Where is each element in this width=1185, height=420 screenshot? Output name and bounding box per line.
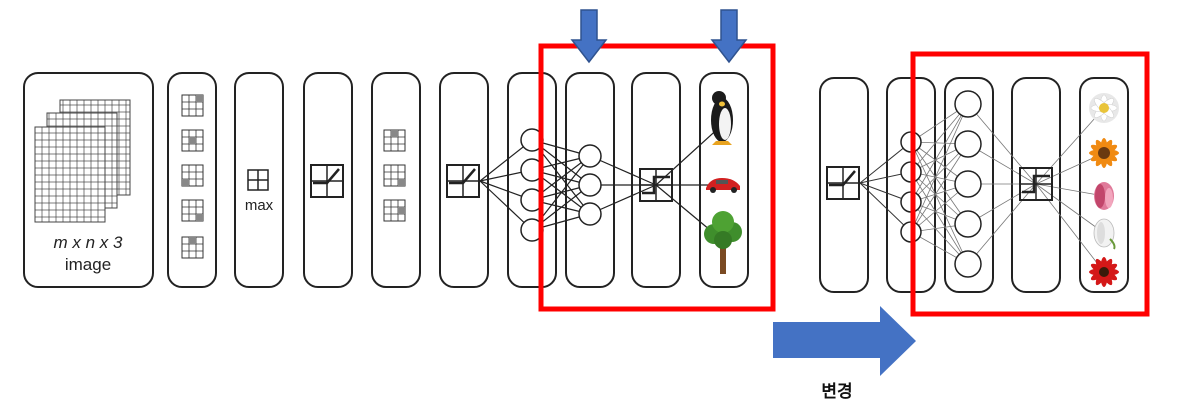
fc-node	[954, 90, 982, 118]
fc-node	[954, 210, 982, 238]
original-network-head	[479, 72, 749, 288]
tree-icon	[704, 211, 742, 274]
input-image-label: image	[65, 255, 111, 274]
pink-tulip-icon	[1094, 182, 1114, 210]
fc-node	[578, 202, 602, 226]
filter-grid-icon	[181, 236, 204, 259]
right-arrow-icon	[773, 306, 916, 376]
filter-grid-icon	[181, 164, 204, 187]
fc-node	[954, 130, 982, 158]
original-head-highlight-box	[538, 43, 776, 312]
penguin-icon	[711, 91, 733, 145]
orange-flower-icon	[1089, 138, 1119, 168]
relu-panel-1	[303, 72, 353, 288]
image-grid-stack-icon	[34, 99, 131, 223]
white-tulip-icon	[1093, 218, 1116, 250]
relu-panel-2	[439, 72, 489, 288]
filter-grid-icon	[383, 164, 406, 187]
down-arrow-icon	[710, 9, 748, 64]
new-head-highlight-box	[910, 51, 1150, 317]
fc-node	[954, 250, 982, 278]
conv-filter-panel	[167, 72, 217, 288]
input-dims-label: m x n x 3	[54, 233, 124, 252]
filter-grid-icon	[383, 199, 406, 222]
filter-grid-icon	[383, 129, 406, 152]
fc-node	[578, 144, 602, 168]
new-network	[819, 77, 1129, 293]
max-pool-label: max	[245, 197, 274, 214]
filter-grid-icon	[181, 199, 204, 222]
max-pool-panel: max	[234, 72, 284, 288]
filter-grid-icon	[181, 94, 204, 117]
input-image-panel: m x n x 3 image	[23, 72, 154, 288]
red-flower-icon	[1089, 257, 1119, 287]
conv-filter-panel-2	[371, 72, 421, 288]
down-arrow-icon	[570, 9, 608, 64]
fc-node	[954, 170, 982, 198]
filter-grid-icon	[181, 129, 204, 152]
change-caption: 변경	[821, 382, 852, 401]
white-flower-icon	[1089, 93, 1119, 123]
pool-grid-icon	[247, 169, 269, 191]
fc-node	[578, 173, 602, 197]
car-icon	[706, 178, 740, 193]
